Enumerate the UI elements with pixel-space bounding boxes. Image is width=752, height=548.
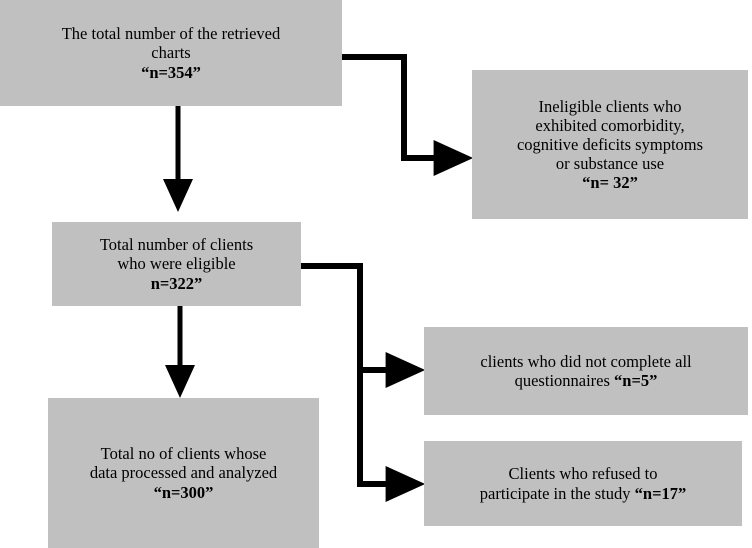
node-retrieved-charts-line1: The total number of the retrieved xyxy=(61,24,281,44)
node-ineligible-line1: Ineligible clients who xyxy=(538,96,682,116)
node-ineligible-n: “n= 32” xyxy=(582,173,638,193)
node-ineligible-line4: or substance use xyxy=(555,154,665,174)
node-analyzed-n: “n=300” xyxy=(153,482,214,502)
node-analyzed-line2: data processed and analyzed xyxy=(89,463,278,483)
node-ineligible-line2: exhibited comorbidity, xyxy=(535,115,685,135)
node-analyzed-line1: Total no of clients whose xyxy=(100,444,267,464)
node-incomplete-n: “n=5” xyxy=(614,371,658,390)
node-eligible-line1: Total number of clients xyxy=(99,235,254,255)
node-eligible-line2: who were eligible xyxy=(117,254,236,274)
node-refused-line2-prefix: participate in the study xyxy=(479,483,635,503)
node-eligible-n: n=322” xyxy=(150,273,203,293)
node-refused-n: “n=17” xyxy=(634,483,687,503)
node-ineligible-line3: cognitive deficits symptoms xyxy=(516,134,704,154)
node-incomplete-line1: clients who did not complete all xyxy=(480,351,692,371)
node-retrieved-charts-line2: charts xyxy=(151,43,191,63)
node-refused-line1: Clients who refused to xyxy=(508,464,658,484)
node-retrieved-charts-n: “n=354” xyxy=(141,62,201,82)
node-incomplete-line2-prefix: questionnaires xyxy=(514,371,615,390)
connector-retrieved-to-ineligible xyxy=(342,54,474,176)
